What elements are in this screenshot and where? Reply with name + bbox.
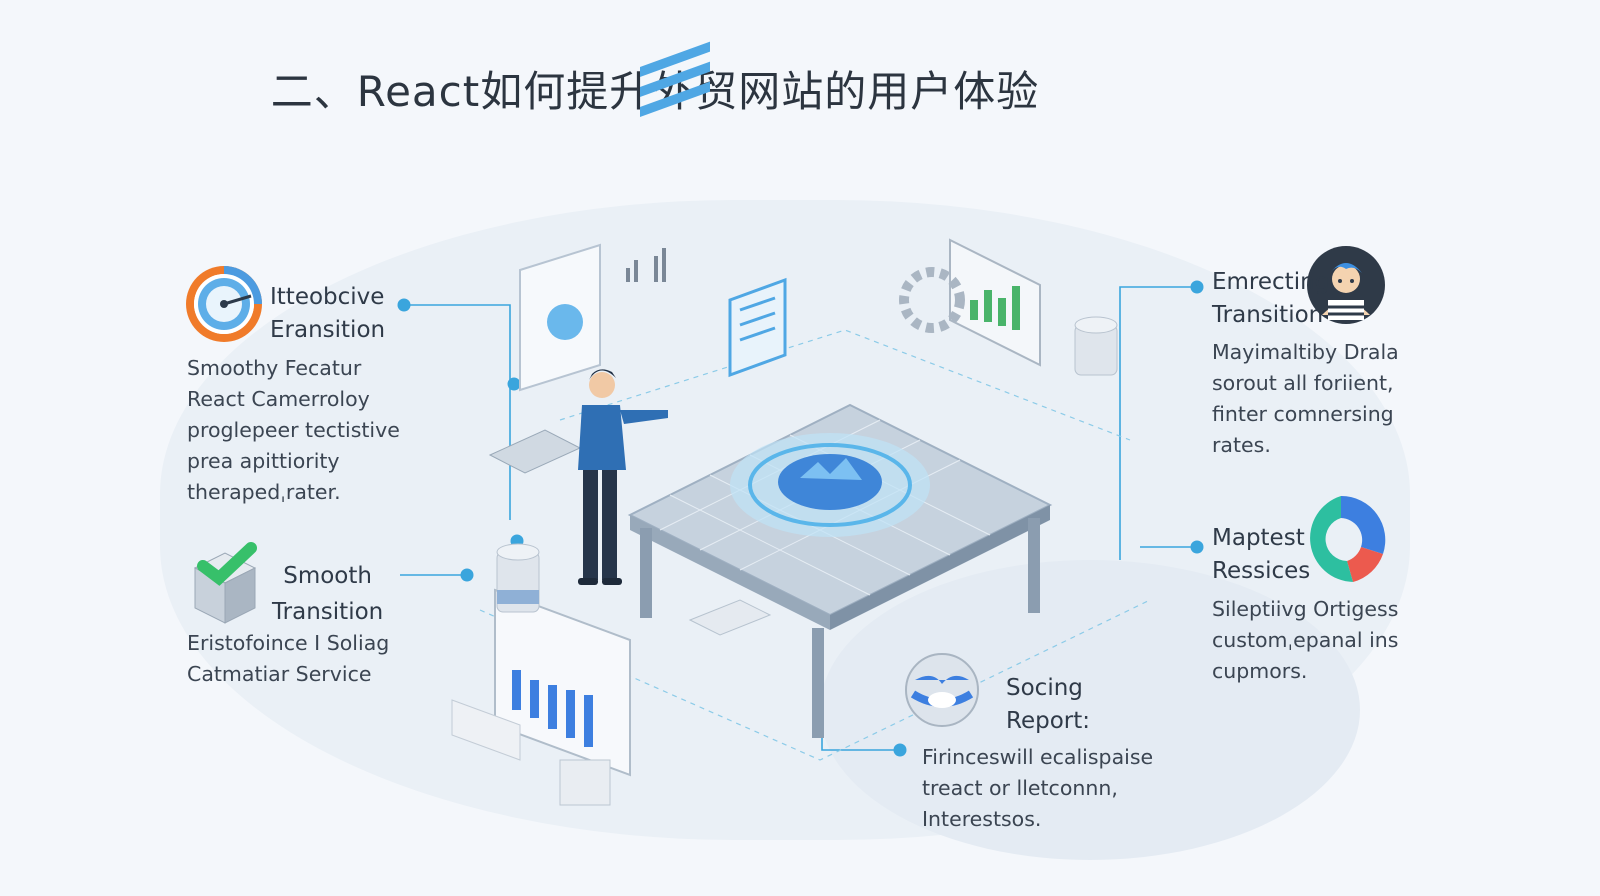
feature-desc-f2: Eristofoince I Soliag Catmatiar Service <box>187 628 389 690</box>
feature-heading-line: Ressices <box>1212 558 1311 584</box>
feature-desc-line: rates. <box>1212 433 1271 457</box>
user-avatar-icon <box>1307 246 1385 324</box>
feature-heading-line: Smooth <box>283 563 372 589</box>
feature-desc-line: Catmatiar Service <box>187 662 372 686</box>
feature-heading-f3: Emrecting Transition <box>1212 266 1329 332</box>
feature-desc-line: sorout all foriient, <box>1212 371 1394 395</box>
feature-desc-line: Interestsos. <box>922 807 1042 831</box>
feature-desc-f4: Sileptiivg Ortigess customˌepanal ins cu… <box>1212 594 1398 687</box>
feature-desc-line: Sileptiivg Ortigess <box>1212 597 1399 621</box>
feature-heading-line: Socing <box>1006 675 1083 701</box>
feature-heading-f4: Maptest Ressices <box>1212 522 1310 588</box>
feature-heading-line: Transition <box>272 599 384 625</box>
feature-heading-line: Transition <box>1212 302 1324 328</box>
feature-heading-line: Maptest <box>1212 525 1305 551</box>
feature-desc-line: proglepeer tectistive <box>187 418 400 442</box>
feature-desc-line: customˌepanal ins <box>1212 628 1399 652</box>
feature-heading-f1: Itteobcive Eransition <box>270 281 385 347</box>
globe-icon <box>905 653 979 727</box>
connector-line-f5 <box>821 705 900 751</box>
feature-desc-line: cupmors. <box>1212 659 1308 683</box>
feature-desc-line: prea apittiority <box>187 449 340 473</box>
feature-desc-line: Mayimaltiby Drala <box>1212 340 1399 364</box>
feature-desc-line: React Camerroloy <box>187 387 370 411</box>
feature-heading-line: Report: <box>1006 708 1090 734</box>
feature-desc-line: therapedˌrater. <box>187 480 341 504</box>
donut-chart-icon <box>1310 495 1386 582</box>
connector-dots <box>397 280 1204 757</box>
person-figure <box>578 369 668 585</box>
cube-check-icon <box>193 542 257 624</box>
feature-desc-f3: Mayimaltiby Drala sorout all foriient, f… <box>1212 337 1399 461</box>
speedometer-icon <box>186 266 262 342</box>
feature-heading-f5: Socing Report: <box>1006 672 1090 738</box>
connector-line-f3 <box>1119 286 1197 560</box>
feature-heading-line: Emrecting <box>1212 269 1330 295</box>
background-shape <box>820 560 1360 860</box>
feature-desc-line: Firinceswill ecalispaise <box>922 745 1154 769</box>
feature-heading-line: Eransition <box>270 317 386 343</box>
feature-desc-f1: Smoothy Fecatur React Camerroloy proglep… <box>187 353 400 508</box>
connector-line-f1 <box>404 304 511 520</box>
feature-desc-line: Eristofoince I Soliag <box>187 631 390 655</box>
feature-desc-line: treact or lletconnn, <box>922 776 1118 800</box>
feature-desc-f5: Firinceswill ecalispaise treact or lletc… <box>922 742 1153 835</box>
feature-desc-line: finter comnersing <box>1212 402 1394 426</box>
feature-heading-line: Itteobcive <box>270 284 385 310</box>
feature-desc-line: Smoothy Fecatur <box>187 356 362 380</box>
feature-heading-f2: Smooth Transition <box>272 558 383 630</box>
